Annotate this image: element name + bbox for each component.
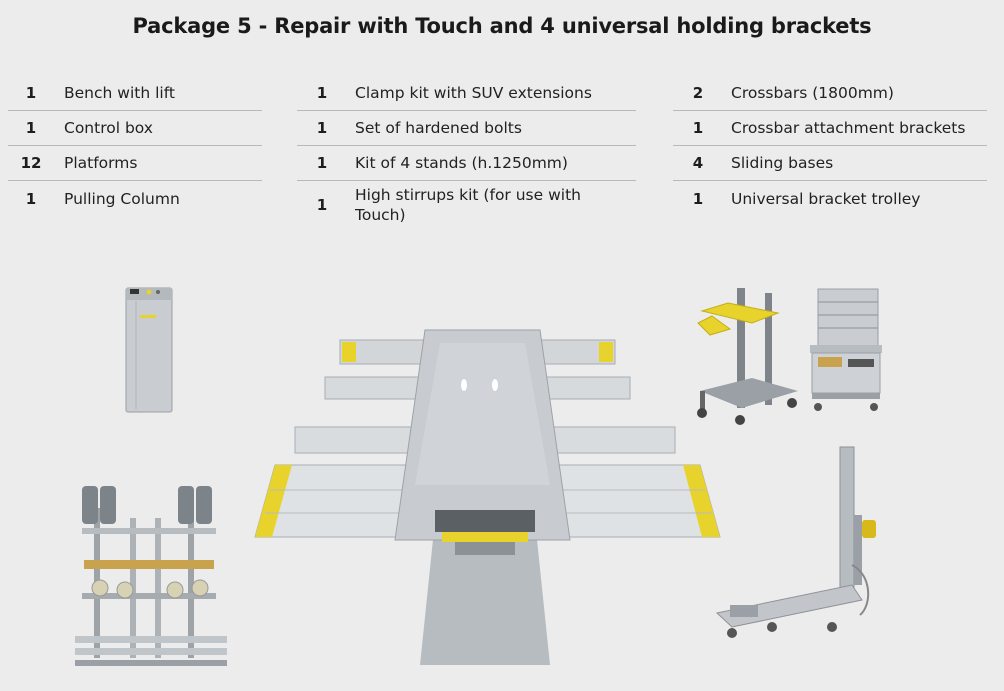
list-item: 1 Universal bracket trolley xyxy=(673,181,987,216)
list-item: 1 Kit of 4 stands (h.1250mm) xyxy=(297,146,636,181)
holding-stand-image xyxy=(75,486,227,666)
item-label: Control box xyxy=(64,119,153,137)
list-item: 1 Pulling Column xyxy=(8,181,262,216)
item-quantity: 1 xyxy=(316,154,328,172)
item-label: Crossbar attachment brackets xyxy=(731,119,966,137)
item-label: Platforms xyxy=(64,154,138,172)
item-quantity: 4 xyxy=(692,154,704,172)
list-item: 1 Clamp kit with SUV extensions xyxy=(297,76,636,111)
item-label: High stirrups kit (for use with Touch) xyxy=(355,186,581,224)
bolt-kit-cabinet-image xyxy=(810,288,882,411)
item-quantity: 1 xyxy=(25,189,37,208)
item-list-column-3: 2 Crossbars (1800mm) 1 Crossbar attachment… xyxy=(673,76,987,216)
item-quantity: 2 xyxy=(692,84,704,102)
item-quantity: 1 xyxy=(316,84,328,102)
list-item: 12 Platforms xyxy=(8,146,262,181)
item-label: Set of hardened bolts xyxy=(355,119,522,137)
list-item: 1 Crossbar attachment brackets xyxy=(673,111,987,146)
item-quantity: 1 xyxy=(692,189,704,208)
page-title: Package 5 - Repair with Touch and 4 univ… xyxy=(132,14,872,38)
pulling-column-image xyxy=(715,446,876,638)
item-label: Clamp kit with SUV extensions xyxy=(355,84,592,102)
bracket-trolley-image xyxy=(697,288,798,425)
item-label: Kit of 4 stands (h.1250mm) xyxy=(355,154,568,172)
list-item: 1 High stirrups kit (for use with Touch) xyxy=(297,181,636,229)
list-item: 1 Set of hardened bolts xyxy=(297,111,636,146)
item-label: Bench with lift xyxy=(64,84,175,102)
item-label: Sliding bases xyxy=(731,154,834,172)
item-quantity: 1 xyxy=(692,119,704,137)
bench-with-lift-image xyxy=(254,329,721,665)
list-item: 4 Sliding bases xyxy=(673,146,987,181)
item-quantity: 1 xyxy=(316,196,328,214)
list-item: 1 Bench with lift xyxy=(8,76,262,111)
item-quantity: 1 xyxy=(316,119,328,137)
list-item: 2 Crossbars (1800mm) xyxy=(673,76,987,111)
control-box-image xyxy=(125,287,173,413)
item-quantity: 12 xyxy=(20,154,42,172)
item-quantity: 1 xyxy=(25,84,37,102)
item-label: Pulling Column xyxy=(64,189,180,208)
item-label: Universal bracket trolley xyxy=(731,189,921,208)
list-item: 1 Control box xyxy=(8,111,262,146)
item-label: Crossbars (1800mm) xyxy=(731,84,894,102)
item-quantity: 1 xyxy=(25,119,37,137)
